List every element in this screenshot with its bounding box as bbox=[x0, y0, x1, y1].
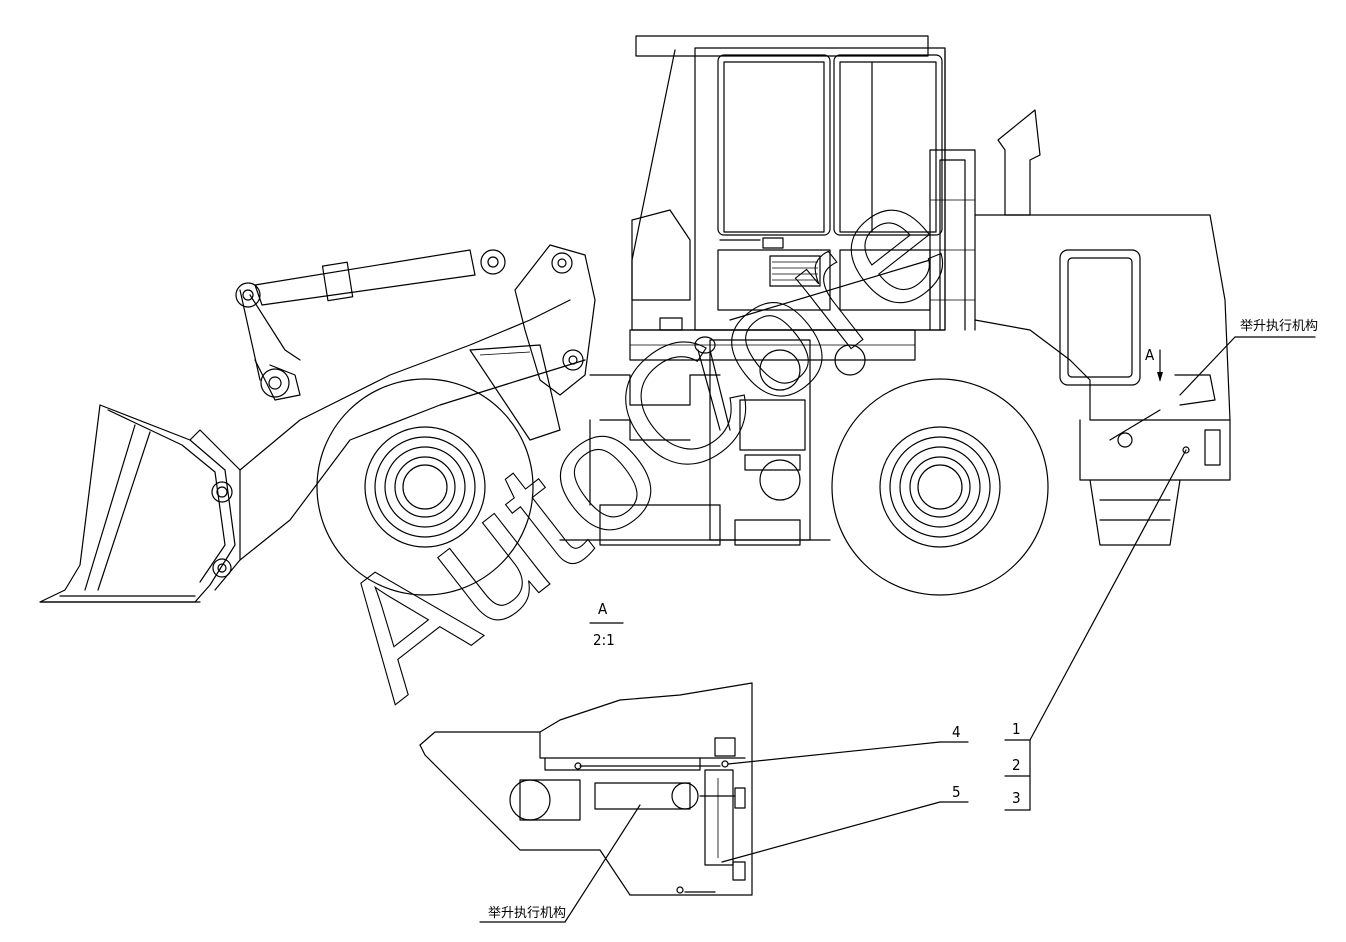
view-a-marker: A bbox=[1145, 346, 1163, 382]
rear-wheel bbox=[831, 378, 1049, 596]
callout-actuator-top: 举升执行机构 bbox=[1240, 319, 1318, 334]
detail-view-drawing bbox=[419, 682, 753, 896]
tilt-cylinder bbox=[254, 249, 506, 306]
ladder-rails bbox=[929, 149, 976, 331]
callout-4: 4 bbox=[952, 723, 961, 741]
callout-5: 5 bbox=[952, 783, 961, 801]
callout-2: 2 bbox=[1012, 756, 1021, 774]
callout-3: 3 bbox=[1012, 789, 1021, 807]
watermark: AutoCore bbox=[300, 142, 984, 735]
watermark-text: AutoCore bbox=[301, 142, 984, 734]
detail-title: A 2:1 bbox=[589, 600, 624, 649]
bell-crank bbox=[469, 244, 596, 441]
front-wheel bbox=[316, 378, 534, 596]
detail-scale: 2:1 bbox=[593, 631, 615, 649]
callout-1: 1 bbox=[1012, 720, 1021, 738]
callouts: 举升执行机构 举升执行机构 4 5 1 2 3 bbox=[479, 319, 1318, 923]
engine-hood bbox=[974, 214, 1231, 546]
cab bbox=[631, 35, 946, 331]
view-a-label: A bbox=[1145, 346, 1155, 364]
exhaust-stack bbox=[997, 109, 1041, 216]
detail-label: A bbox=[598, 600, 608, 618]
wheel-loader-drawing: A bbox=[39, 35, 1231, 603]
boom-arm bbox=[235, 282, 586, 561]
callout-actuator-bottom: 举升执行机构 bbox=[488, 906, 566, 921]
bucket bbox=[39, 404, 241, 603]
